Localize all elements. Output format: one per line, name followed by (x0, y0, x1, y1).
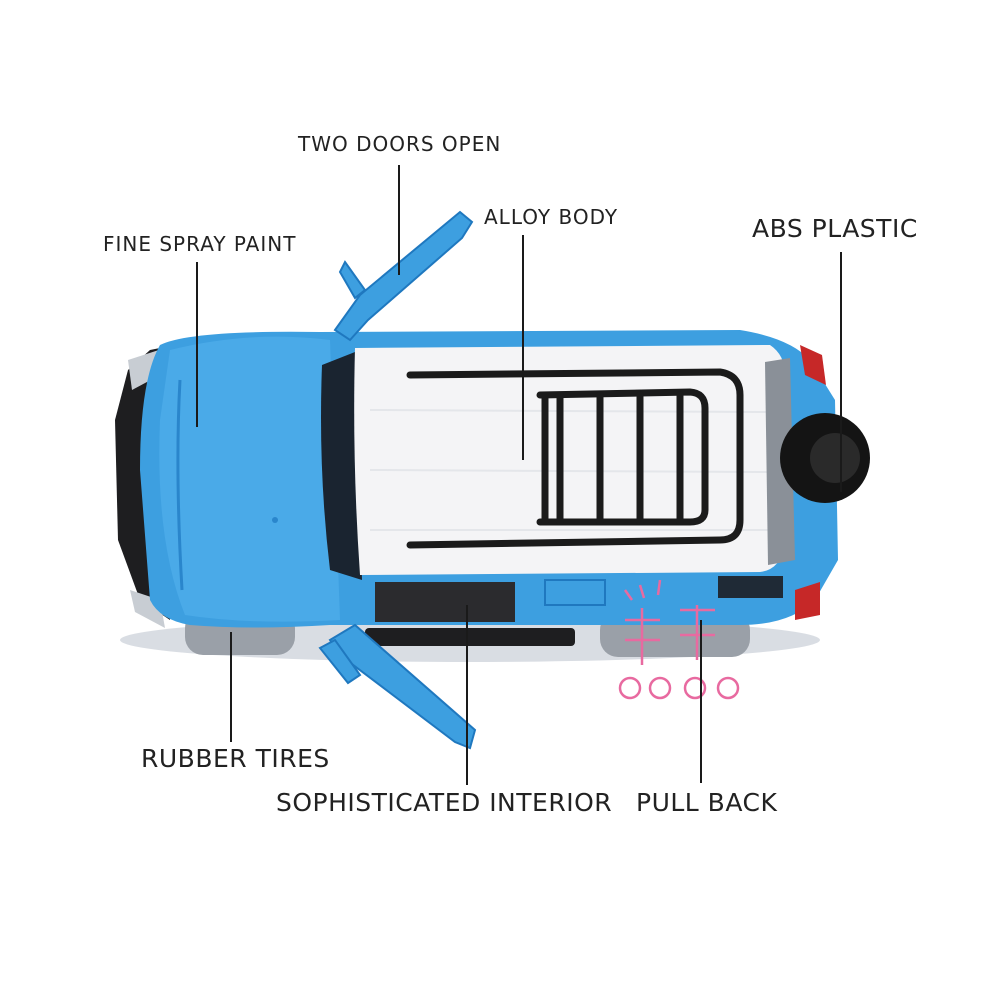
callout-alloy-body: ALLOY BODY (484, 205, 619, 229)
hood-bolt (272, 517, 278, 523)
leader-fine-spray-paint (196, 262, 198, 427)
rear-quarter-glass (718, 576, 783, 598)
watermark-logo (618, 579, 740, 700)
leader-sophisticated-interior (466, 605, 468, 785)
rear-window (765, 358, 795, 565)
taillight-top (800, 345, 826, 385)
roof-rack (406, 368, 744, 549)
leader-two-doors-open (398, 165, 400, 275)
callout-fine-spray-paint: FINE SPRAY PAINT (103, 232, 297, 256)
leader-pull-back (700, 620, 702, 783)
hood (159, 336, 340, 622)
callout-rubber-tires: RUBBER TIRES (141, 744, 330, 773)
mirror-bottom (318, 638, 362, 685)
leader-rubber-tires (230, 632, 232, 742)
callout-abs-plastic: ABS PLASTIC (752, 214, 918, 243)
door-top-open (333, 210, 474, 342)
leader-alloy-body (522, 235, 524, 460)
leader-abs-plastic (840, 252, 842, 492)
interior (375, 582, 515, 622)
side-step (365, 628, 575, 646)
callout-two-doors-open: TWO DOORS OPEN (298, 132, 502, 156)
callout-sophisticated-interior: SOPHISTICATED INTERIOR (276, 788, 613, 817)
rear-side-window (544, 579, 606, 606)
hood-crease (176, 379, 184, 591)
spare-tire-hub (810, 433, 860, 483)
windshield (321, 352, 362, 580)
callout-pull-back: PULL BACK (636, 788, 778, 817)
mirror-top (338, 260, 367, 300)
taillight-bottom (795, 582, 820, 620)
